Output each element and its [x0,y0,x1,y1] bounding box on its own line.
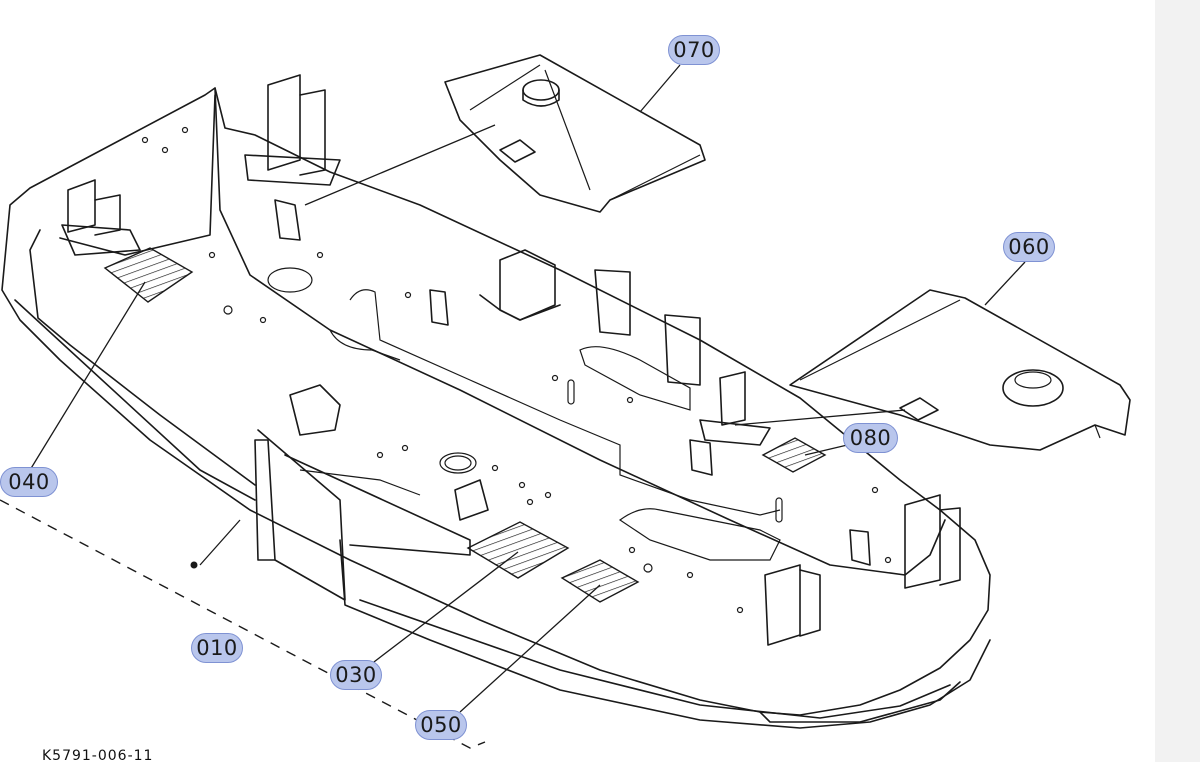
drawing-number: K5791-006-11 [42,748,154,764]
deck-brackets [61,74,961,646]
cover-070 [444,54,706,213]
callout-030: 030 [330,660,382,690]
callout-040: 040 [0,467,58,497]
mower-deck-drawing [0,54,1131,749]
callout-050: 050 [415,710,467,740]
callout-060: 060 [1003,232,1055,262]
callout-010: 010 [191,633,243,663]
cover-060 [789,289,1131,451]
hatched-decals [103,247,827,603]
callout-080: 080 [843,423,898,453]
deck-holes [141,126,892,614]
deck-body [1,87,991,729]
parts-diagram: 070 060 080 040 010 030 050 K5791-006-11 [0,35,1131,764]
side-strip [1155,0,1200,762]
deck-channels [299,289,781,561]
leader-lines [0,64,1026,749]
callout-070: 070 [668,35,720,65]
